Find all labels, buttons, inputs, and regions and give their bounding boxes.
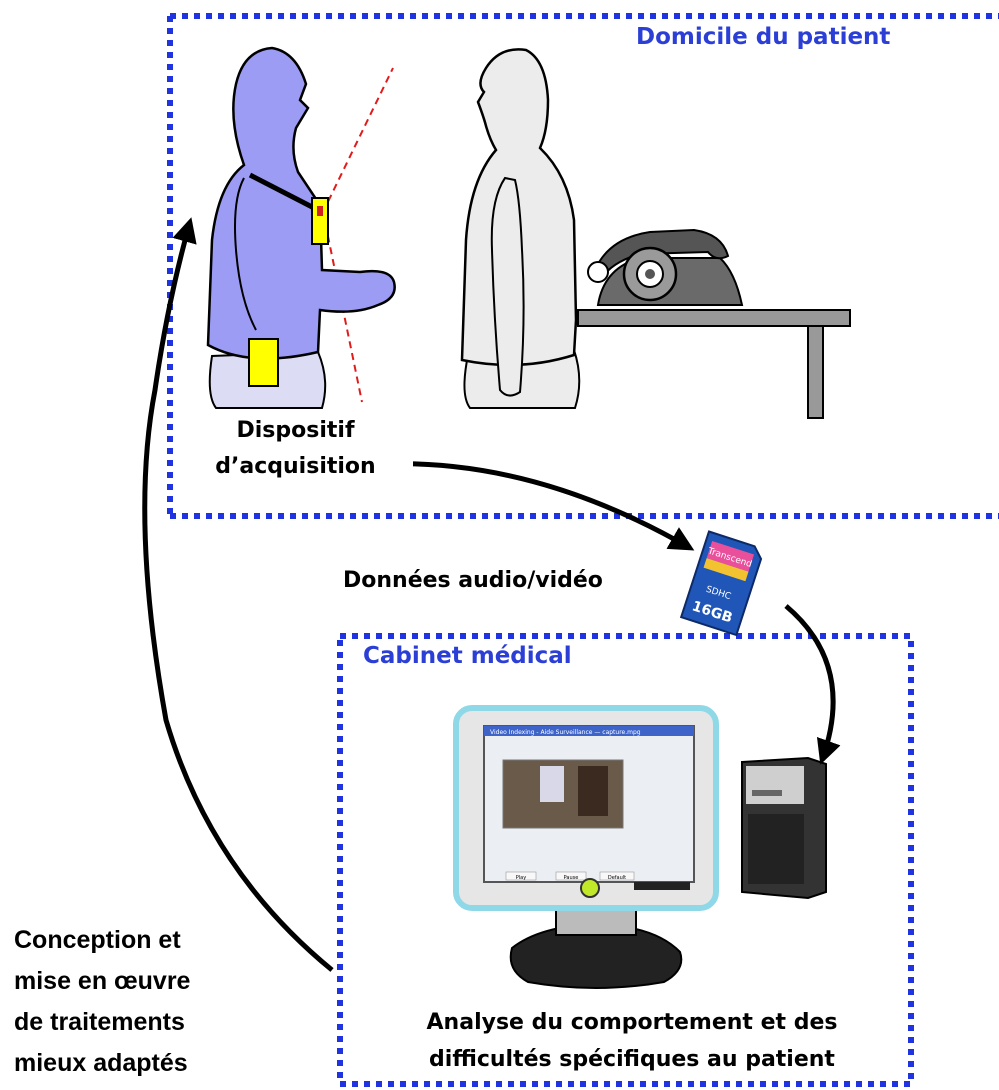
table bbox=[577, 309, 851, 419]
analysis-line1: Analyse du comportement et des bbox=[426, 1010, 838, 1035]
arrow-data-to-computer bbox=[784, 604, 841, 765]
cabinet-zone-border bbox=[337, 633, 914, 1087]
conception-label: Conception et mise en œuvre de traitemen… bbox=[14, 920, 190, 1084]
conception-line: de traitements bbox=[14, 1008, 185, 1036]
screen-button-default: Default bbox=[608, 875, 626, 881]
analysis-line2: difficultés spécifiques au patient bbox=[429, 1047, 835, 1072]
visitor-figure bbox=[460, 48, 581, 409]
analysis-label: Analyse du comportement et des difficult… bbox=[352, 1004, 912, 1078]
wearable-recorder-icon bbox=[248, 338, 279, 387]
home-zone-title: Domicile du patient bbox=[636, 24, 891, 50]
conception-line: Conception et bbox=[14, 926, 181, 954]
sd-card-icon: Transcend SDHC 16GB bbox=[679, 530, 763, 637]
acquisition-device-line1: Dispositif bbox=[236, 418, 355, 443]
telephone-icon bbox=[587, 228, 744, 306]
camera-field-of-view bbox=[322, 67, 394, 403]
audio-video-data-label: Données audio/vidéo bbox=[343, 568, 603, 593]
arrow-treatment-feedback bbox=[142, 217, 334, 972]
wearable-camera-icon bbox=[311, 197, 329, 245]
acquisition-device-label: Dispositif d’acquisition bbox=[178, 413, 413, 485]
acquisition-device-line2: d’acquisition bbox=[215, 454, 376, 479]
screen-window-title: Video Indexing - Aide Surveillance — cap… bbox=[490, 729, 641, 736]
screen-button-pause: Pause bbox=[564, 875, 579, 881]
patient-figure bbox=[206, 46, 396, 409]
screen-button-play: Play bbox=[516, 875, 526, 881]
conception-line: mieux adaptés bbox=[14, 1049, 188, 1077]
computer-tower-icon bbox=[741, 756, 827, 900]
monitor-icon: Video Indexing - Aide Surveillance — cap… bbox=[453, 705, 719, 989]
conception-line: mise en œuvre bbox=[14, 967, 191, 995]
cabinet-zone-title: Cabinet médical bbox=[363, 643, 572, 669]
